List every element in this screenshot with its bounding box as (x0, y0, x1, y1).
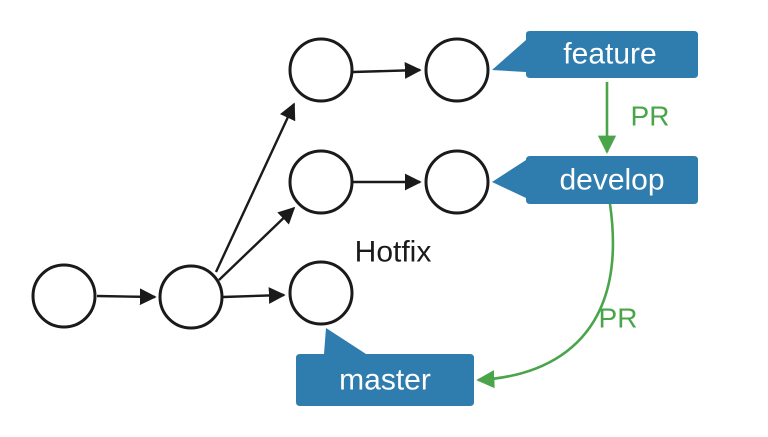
commit-node-feature-2 (424, 37, 490, 103)
pull-request-edges (476, 82, 617, 389)
commit-node-hotfix (288, 260, 354, 326)
branch-tag-develop-shape (492, 156, 698, 204)
commit-edges (96, 62, 422, 306)
pr-label-top: PR (631, 101, 670, 132)
hotfix-label: Hotfix (355, 236, 432, 269)
branch-tag-master-shape (296, 328, 474, 406)
commit-node-branch-point (158, 264, 224, 330)
branch-tag-feature-shape (492, 31, 698, 78)
branch-tag-feature: feature (492, 31, 698, 78)
commit-node-develop-2 (424, 149, 490, 215)
commit-nodes (31, 37, 490, 330)
commit-node-develop-1 (288, 149, 354, 215)
pr-label-bottom: PR (599, 303, 638, 334)
edge-feature-1-to-feature-2 (352, 62, 422, 79)
edge-branch-to-feature-1 (214, 102, 296, 273)
edge-root-to-branch-point (96, 288, 157, 306)
branch-tag-master: master (296, 328, 474, 406)
branch-tag-develop: develop (492, 156, 698, 204)
pr-arrow-develop-to-master (476, 203, 615, 389)
edge-branch-to-hotfix (222, 287, 286, 304)
branch-tag-develop-label: develop (559, 164, 664, 197)
edge-branch-to-develop-1 (218, 206, 296, 281)
branch-tag-master-label: master (339, 364, 431, 397)
commit-node-feature-1 (288, 37, 354, 103)
branch-tag-feature-label: feature (563, 38, 656, 71)
commit-node-root (31, 263, 97, 329)
